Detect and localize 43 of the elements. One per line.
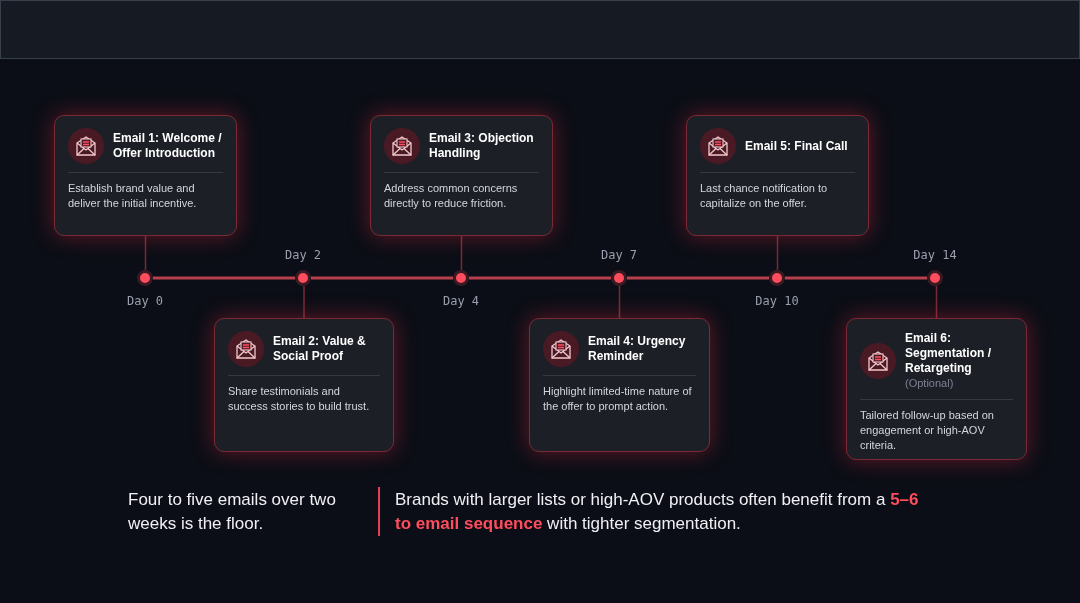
timeline-line — [311, 276, 453, 280]
timeline-dot — [927, 270, 943, 286]
day-label: Day 4 — [441, 294, 481, 308]
timeline-line — [627, 276, 769, 280]
connector-line — [776, 235, 779, 271]
card-description: Highlight limited-time nature of the offer to prompt action. — [543, 384, 693, 414]
card-description: Establish brand value and deliver the initial incentive. — [68, 181, 198, 211]
email-card — [214, 318, 394, 452]
card-title: Email 1: Welcome / Offer Introduction — [113, 131, 223, 161]
card-title: Email 2: Value & Social Proof — [273, 334, 367, 364]
connector-line — [460, 235, 463, 271]
connector-line — [144, 235, 147, 271]
day-label: Day 0 — [125, 294, 165, 308]
timeline-dot — [295, 270, 311, 286]
timeline-line — [785, 276, 927, 280]
timeline-line — [469, 276, 611, 280]
note-text: Four to five emails over two weeks is the floor. — [128, 489, 337, 535]
day-label: Day 2 — [283, 248, 323, 262]
card-description: Share testimonials and success stories to build trust. — [228, 384, 371, 414]
day-label: Day 10 — [754, 294, 800, 308]
email-card — [54, 115, 237, 236]
card-description: Address common concerns directly to reduce friction. — [384, 181, 519, 211]
card-description: Last chance notification to capitalize on the offer. — [700, 181, 829, 211]
email-card — [846, 318, 1027, 460]
timeline-dot — [611, 270, 627, 286]
card-description: Tailored follow-up based on engagement or high-AOV criteria. — [860, 408, 995, 453]
email-card — [370, 115, 553, 236]
day-label: Day 7 — [599, 248, 639, 262]
card-title: Email 4: Urgency Reminder — [588, 334, 687, 364]
day-label: Day 14 — [912, 248, 958, 262]
timeline-line — [153, 276, 295, 280]
email-card — [686, 115, 869, 236]
connector-line — [303, 285, 305, 319]
timeline-dot — [453, 270, 469, 286]
card-title: Email 5: Final Call — [745, 138, 848, 154]
card-title: Email 3: Objection Handling — [429, 131, 535, 161]
card-title: Email 6: Segmentation / Retargeting (Optional) — [905, 331, 992, 391]
connector-line — [618, 285, 621, 319]
connector-line — [935, 285, 938, 319]
timeline-dot — [769, 270, 785, 286]
timeline-dot — [137, 270, 153, 286]
email-card — [529, 318, 710, 452]
note-text: Brands with larger lists or high-AOV products often benefit from a 5–6 to email sequence with tighter segmentation. — [395, 489, 920, 535]
